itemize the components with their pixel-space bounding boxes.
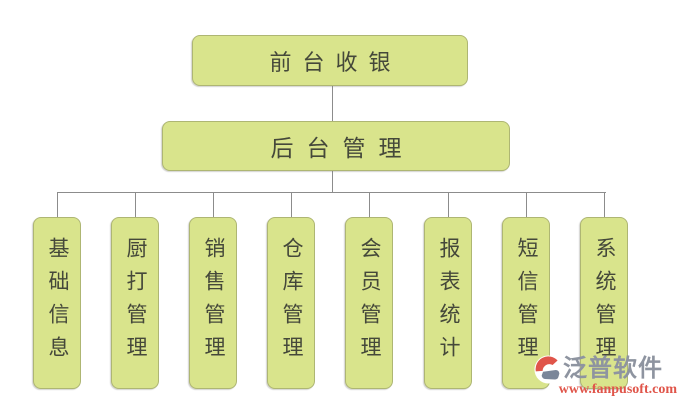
node-member-management: 会员管理 xyxy=(345,217,393,389)
connector-stub-6 xyxy=(526,192,527,217)
connector-bus-horizontal xyxy=(58,192,606,193)
fanpu-logo-icon xyxy=(534,355,563,384)
connector-stub-7 xyxy=(604,192,605,217)
connector-root-to-level2 xyxy=(332,86,333,121)
connector-stub-0 xyxy=(57,192,58,217)
connector-stub-5 xyxy=(448,192,449,217)
watermark-brand-row: 泛普软件 xyxy=(534,355,677,384)
node-sms-management: 短信管理 xyxy=(502,217,550,389)
node-basic-info: 基础信息 xyxy=(33,217,81,389)
node-report-statistics: 报表统计 xyxy=(424,217,472,389)
node-backend-management: 后台管理 xyxy=(162,121,510,171)
connector-stub-3 xyxy=(291,192,292,217)
watermark: 泛普软件 www.fanpusoft.com xyxy=(534,355,677,405)
node-kitchen-print-management: 厨打管理 xyxy=(111,217,159,389)
watermark-url-text: www.fanpusoft.com xyxy=(558,382,677,397)
connector-level2-to-bus xyxy=(332,171,333,192)
node-front-desk-cashier: 前台收银 xyxy=(192,35,468,86)
node-warehouse-management: 仓库管理 xyxy=(267,217,315,389)
node-system-management: 系统管理 xyxy=(580,217,628,389)
connector-stub-2 xyxy=(213,192,214,217)
node-sales-management: 销售管理 xyxy=(189,217,237,389)
watermark-brand-text: 泛普软件 xyxy=(563,355,663,383)
connector-stub-1 xyxy=(135,192,136,217)
connector-stub-4 xyxy=(369,192,370,217)
